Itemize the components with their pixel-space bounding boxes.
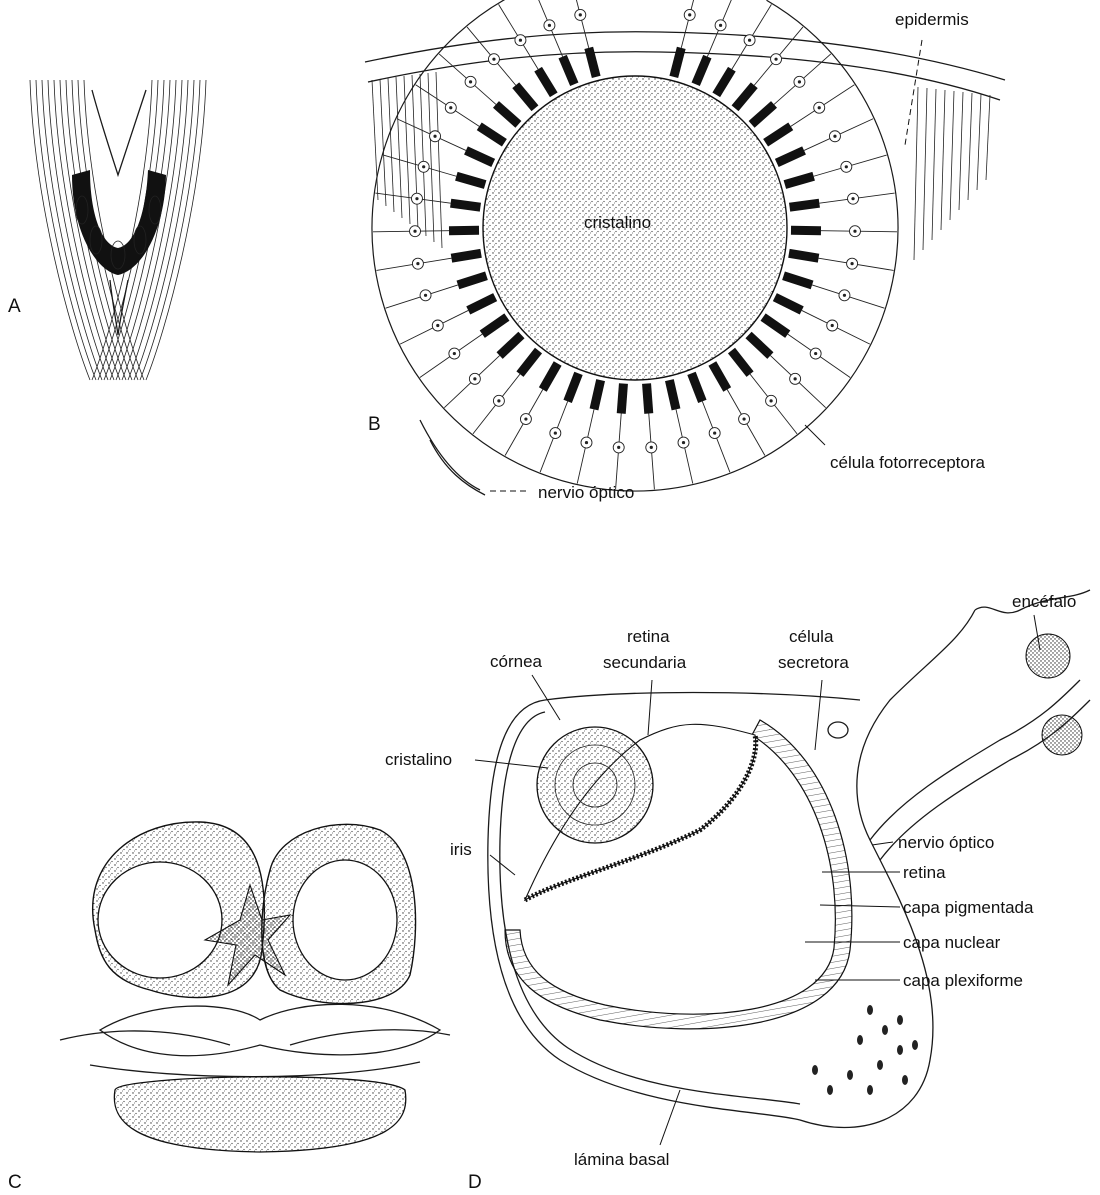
photoreceptor-cell	[681, 0, 700, 48]
label-cornea: córnea	[490, 652, 543, 671]
panel-d-secretory-cell	[828, 722, 848, 738]
label-secondary-retina-1: retina	[627, 627, 670, 646]
label-brain: encéfalo	[1012, 592, 1076, 611]
label-d-optic-nerve: nervio óptico	[898, 833, 994, 852]
label-secondary-retina-2: secundaria	[603, 653, 687, 672]
label-basal-lamina: lámina basal	[574, 1150, 669, 1169]
panel-b-letter: B	[368, 414, 381, 435]
label-photoreceptor: célula fotorreceptora	[830, 453, 986, 472]
panel-c-base	[114, 1077, 405, 1152]
panel-c-letter: C	[8, 1172, 22, 1193]
label-iris: iris	[450, 840, 472, 859]
label-d-lens: cristalino	[385, 750, 452, 769]
label-plexiform-layer: capa plexiforme	[903, 971, 1023, 990]
label-b-lens: cristalino	[584, 213, 651, 232]
panel-c-jumping-spider-head	[60, 822, 450, 1152]
label-nuclear-layer: capa nuclear	[903, 933, 1001, 952]
label-secretory-cell-1: célula	[789, 627, 834, 646]
label-pigment-layer: capa pigmentada	[903, 898, 1034, 917]
panel-b-lens-eye	[276, 0, 1005, 587]
panel-d-nuclei	[812, 1005, 918, 1095]
photoreceptor-cell	[570, 0, 589, 48]
label-b-optic-nerve: nervio óptico	[538, 483, 634, 502]
panel-c-right-lens	[293, 860, 397, 980]
panel-d-lens	[537, 727, 653, 843]
panel-a-letter: A	[8, 296, 21, 317]
label-epidermis: epidermis	[895, 10, 969, 29]
label-secretory-cell-2: secretora	[778, 653, 849, 672]
panel-d-letter: D	[468, 1172, 482, 1193]
panel-d-brain-clusters	[1026, 634, 1082, 755]
label-retina: retina	[903, 863, 946, 882]
panel-c-left-lens	[98, 862, 222, 978]
panel-a-pit-eye	[30, 80, 206, 380]
